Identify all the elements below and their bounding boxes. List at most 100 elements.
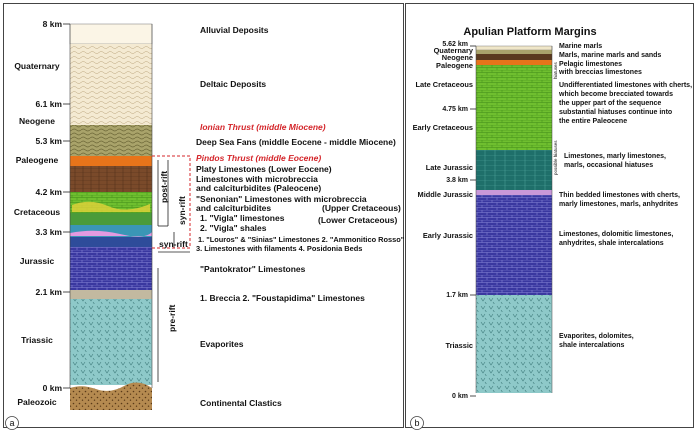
unit-b-marls-sands: Marls, marine marls and sands (559, 52, 661, 59)
panel-b-column (475, 45, 553, 393)
period-paleogene: Paleogene (16, 155, 59, 165)
axis-b-3-8km: 3.8 km (446, 177, 468, 184)
hiatus-label-2: possible hiatuses (553, 140, 558, 175)
panel-b-label: b (414, 418, 419, 428)
layer-deep-sea-fans (70, 125, 152, 156)
unit-b-late-jur-2: marls, occasional hiatuses (564, 162, 653, 169)
unit-b-early-jur-1: Limestones, dolomitic limestones, (559, 231, 673, 238)
layer-platy-limestones (70, 156, 152, 166)
layer-b-quaternary (475, 45, 553, 51)
unit-b-mid-jur-2: marly limestones, marls, anhydrites (559, 201, 678, 208)
layer-b-early-jurassic (476, 195, 552, 295)
axis-b-1-7km: 1.7 km (446, 292, 468, 299)
layer-b-neogene (476, 50, 552, 54)
layer-b-middle-jurassic (476, 190, 552, 195)
axis-label-5-3km: 5.3 km (36, 136, 63, 146)
axis-b-5-62km: 5.62 km (442, 41, 468, 48)
unit-platy-limestones: Platy Limestones (Lower Eocene) (196, 164, 332, 174)
syn-rift-vertical-label: syn-rift (177, 196, 187, 225)
layer-b-late-jurassic (476, 150, 552, 190)
layer-vigla-yellow (72, 201, 150, 212)
axis-label-2-1km: 2.1 km (36, 287, 63, 297)
layer-b-paleogene (476, 60, 552, 65)
period-paleozoic: Paleozoic (17, 397, 56, 407)
panel-a-column (69, 23, 153, 410)
panel-a-ticks (63, 23, 70, 389)
period-b-middle-jurassic: Middle Jurassic (418, 190, 473, 199)
layer-breccia (70, 290, 152, 299)
layer-deltaic (70, 44, 152, 125)
pre-rift-label: pre-rift (167, 304, 177, 332)
unit-b-early-jur-2: anhydrites, shale intercalations (559, 240, 664, 247)
post-rift-label: post-rift (159, 171, 169, 203)
period-cretaceous: Cretaceous (14, 207, 61, 217)
period-triassic: Triassic (21, 335, 53, 345)
period-quaternary: Quaternary (14, 61, 60, 71)
period-b-quaternary: Quaternary (434, 46, 474, 55)
layer-b-cretaceous (476, 65, 552, 150)
layer-filaments (70, 237, 152, 247)
unit-alluvial: Alluvial Deposits (200, 25, 269, 35)
period-neogene: Neogene (19, 116, 55, 126)
unit-b-pelagic: Pelagic limestones (559, 61, 622, 68)
axis-label-4-2km: 4.2 km (36, 187, 63, 197)
axis-label-0km: 0 km (43, 383, 63, 393)
period-b-late-jurassic: Late Jurassic (426, 163, 473, 172)
layer-pantokrator (70, 247, 152, 290)
hiatus-label-1: hiatuses (553, 61, 558, 79)
period-b-late-cretaceous: Late Cretaceous (415, 80, 473, 89)
layer-evaporites-a (70, 299, 152, 385)
panel-b-ticks (470, 45, 476, 397)
panel-b-title: Apulian Platform Margins (463, 26, 596, 38)
period-b-paleogene: Paleogene (436, 61, 473, 70)
unit-b-tri-1: Evaporites, dolomites, (559, 333, 634, 340)
unit-b-tri-2: shale intercalations (559, 342, 624, 349)
period-b-triassic: Triassic (445, 341, 473, 350)
syn-rift-horizontal-label: syn-rift (159, 239, 188, 249)
layer-microbreccia (70, 166, 152, 192)
unit-ionian-thrust: Ionian Thrust (middle Miocene) (200, 122, 326, 132)
unit-b-undiff-1: Undifferentiated limestones with cherts, (559, 82, 692, 89)
unit-b-undiff-2: which become brecciated towards (558, 91, 673, 98)
axis-b-4-75km: 4.75 km (442, 106, 468, 113)
panel-a-frame (3, 3, 404, 428)
unit-microbreccia-2: and calciturbidites (Paleocene) (196, 183, 321, 193)
rift-brackets (157, 160, 190, 382)
unit-deep-sea-fans: Deep Sea Fans (middle Eocene - middle Mi… (196, 137, 396, 147)
period-b-early-cretaceous: Early Cretaceous (413, 123, 473, 132)
layer-clastics (70, 382, 152, 410)
period-jurassic: Jurassic (20, 256, 55, 266)
axis-label-3-3km: 3.3 km (36, 227, 63, 237)
layer-vigla (70, 213, 152, 225)
unit-upper-cretaceous: (Upper Cretaceous) (322, 203, 401, 213)
unit-b-marine-marls: Marine marls (559, 43, 602, 50)
unit-b-undiff-5: the entire Paleocene (559, 118, 627, 125)
unit-clastics: Continental Clastics (200, 398, 282, 408)
panel-b-frame (405, 3, 694, 428)
panel-a-label: a (9, 418, 14, 428)
period-b-early-jurassic: Early Jurassic (423, 231, 473, 240)
unit-b-mid-jur-1: Thin bedded limestones with cherts, (559, 192, 680, 199)
unit-senonian-1: "Senonian" Limestones with microbreccia (196, 194, 367, 204)
axis-label-8km: 8 km (43, 19, 63, 29)
unit-lower-cretaceous: (Lower Cretaceous) (318, 215, 398, 225)
unit-pindos-thrust: Pindos Thrust (middle Eocene) (196, 153, 321, 163)
axis-label-6-1km: 6.1 km (36, 99, 63, 109)
panel-a-badge (5, 416, 19, 430)
unit-senonian-2: and calciturbidites (196, 203, 271, 213)
unit-pantokrator: "Pantokrator" Limestones (200, 264, 306, 274)
period-b-neogene: Neogene (442, 53, 473, 62)
unit-b-breccias: with breccias limestones (558, 69, 642, 76)
axis-b-0km: 0 km (452, 393, 468, 400)
unit-vigla-limestones: 1. "Vigla" limestones (200, 213, 285, 223)
unit-b-undiff-3: the upper part of the sequence (559, 100, 661, 107)
unit-filaments: 3. Limestones with filaments 4. Posidoni… (196, 244, 362, 253)
unit-breccia: 1. Breccia 2. "Foustapidima" Limestones (200, 293, 365, 303)
unit-deltaic: Deltaic Deposits (200, 79, 266, 89)
unit-microbreccia-1: Limestones with microbreccia (196, 174, 318, 184)
panel-b-badge (410, 416, 424, 430)
layer-b-triassic (476, 295, 552, 393)
unit-b-undiff-4: substantial hiatuses continue into (559, 109, 672, 116)
